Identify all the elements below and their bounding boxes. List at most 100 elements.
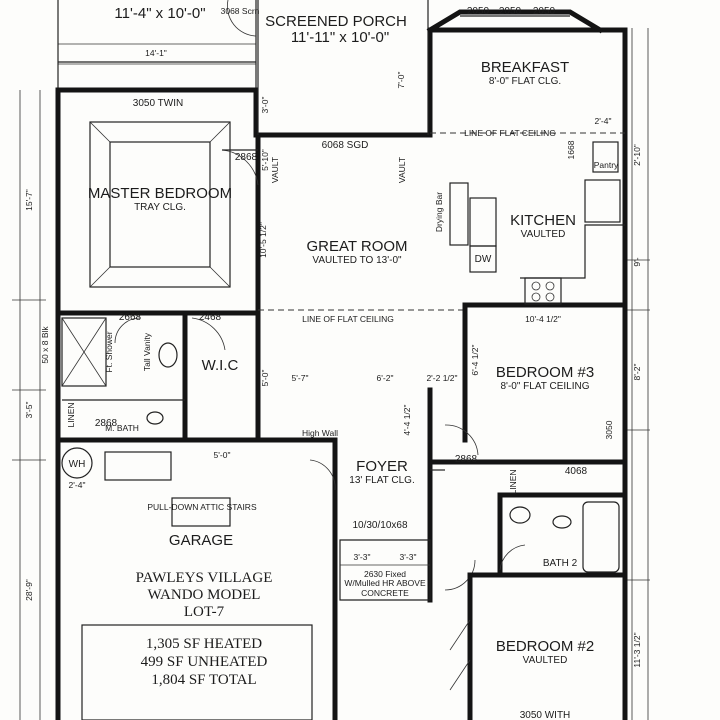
dim-4-4: 4'-4 1/2" (402, 404, 412, 435)
linen-label: LINEN (66, 402, 76, 427)
great-room-kitchen (258, 132, 628, 443)
info-line-subdivision: PAWLEYS VILLAGE (136, 570, 273, 586)
info-line-unheated: 499 SF UNHEATED (141, 654, 268, 670)
project-info-block: PAWLEYS VILLAGE WANDO MODEL LOT-7 1,305 … (136, 570, 273, 688)
bedroom2-ceiling-label: VAULTED (523, 655, 568, 666)
sgd-door-label: 6068 SGD (322, 140, 369, 151)
dim-3-5: 3'-5" (24, 402, 34, 419)
dim-5-7: 5'-7" (292, 373, 309, 383)
bedroom2-label: BEDROOM #2 (496, 638, 594, 655)
patio-size-label: 11'-4" x 10'-0" (114, 5, 205, 22)
linen2-label: LINEN (508, 469, 518, 494)
outer-dimension-lines (12, 28, 650, 720)
shower-label: Ft. Shower (104, 331, 114, 372)
info-line-lot: LOT-7 (184, 604, 225, 620)
exterior-walls (55, 27, 628, 720)
dim-9: 9'- (632, 257, 642, 266)
dim-28-9: 28'-9" (24, 579, 34, 601)
kitchen-ceiling-label: VAULTED (521, 229, 566, 240)
dim-15-7: 15'-7" (24, 189, 34, 211)
window-3050-label: 3050 (604, 420, 614, 439)
bay-window-label-3: 2050 (533, 6, 556, 17)
dim-2-4-garage: 2'-4" (69, 480, 86, 490)
foyer-ceiling-label: 13' FLAT CLG. (349, 475, 414, 486)
patio-area (57, 0, 257, 90)
line-flat-ceiling-label-1: LINE OF FLAT CEILING (464, 128, 556, 138)
screened-porch-area (257, 0, 429, 135)
pantry-label: Pantry (594, 160, 619, 170)
breakfast-bay (426, 9, 604, 34)
dim-11-3: 11'-3 1/2" (632, 632, 642, 667)
door-2868-bed3: 2868 (455, 454, 478, 465)
dim-5-10: 5'-10" (260, 149, 270, 171)
master-bedroom-ceiling-label: TRAY CLG. (134, 202, 186, 213)
dimension-labels: 14'-1" 15'-7" 3'-0" 7'-0" 2'-4" 2'-10" 9… (24, 48, 642, 668)
door-2668-label: 2668 (119, 312, 142, 323)
bedroom3-ceiling-label: 8'-0" FLAT CEILING (500, 381, 589, 392)
breakfast-label: BREAKFAST (481, 59, 569, 76)
door-2468-wic: 2468 (199, 312, 222, 323)
dim-2-4-top: 2'-4" (595, 116, 612, 126)
door-1668-pantry: 1668 (566, 140, 576, 159)
dim-5-0-hall: 5'-0" (260, 370, 270, 387)
bedroom3-label: BEDROOM #3 (496, 364, 594, 381)
garage-outline (61, 447, 431, 720)
master-bath-label: M. BATH (105, 423, 139, 433)
front-door-label: 10/30/10x68 (352, 520, 407, 531)
dim-10-5: 10'-5 1/2" (258, 222, 268, 258)
dim-6-4: 6'-4 1/2" (470, 344, 480, 375)
info-line-total: 1,804 SF TOTAL (151, 672, 256, 688)
door-2868-master: 2868 (235, 152, 258, 163)
fixed-window-label: 2630 Fixed (364, 569, 406, 579)
bath2-label: BATH 2 (543, 558, 578, 569)
window-3050-with-label: 3050 WITH (520, 710, 571, 720)
high-wall-label: High Wall (302, 428, 338, 438)
dim-3-3-a: 3'-3" (354, 552, 371, 562)
wic-label: W.I.C (202, 357, 239, 374)
line-flat-ceiling-label-2: LINE OF FLAT CEILING (302, 314, 394, 324)
bay-window-label-1: 2050 (467, 6, 490, 17)
dim-3-3-b: 3'-3" (400, 552, 417, 562)
great-room-ceiling-label: VAULTED TO 13'-0" (312, 255, 402, 266)
dim-10-4: 10'-4 1/2" (525, 314, 561, 324)
master-bedroom-label: MASTER BEDROOM (88, 185, 232, 202)
master-bath-wic (61, 310, 226, 443)
twin-window-label: 3050 TWIN (133, 98, 183, 109)
opening-labels: 3068 Scrn 3050 TWIN 6068 SGD 2050 2050 2… (69, 6, 614, 720)
garage-label: GARAGE (169, 532, 233, 549)
bath2-outline (467, 492, 628, 578)
concrete-label: CONCRETE (361, 588, 409, 598)
foyer-label: FOYER (356, 458, 408, 475)
door-4068-label: 4068 (565, 466, 588, 477)
dim-5-0-garage: 5'-0" (214, 450, 231, 460)
screened-porch-size-label: 11'-11" x 10'-0" (291, 29, 389, 46)
tall-vanity-label: Tall Vanity (142, 332, 152, 371)
room-labels: 11'-4" x 10'-0" SCREENED PORCH 11'-11" x… (66, 5, 619, 666)
block-label: 50 x 8 Blk (40, 326, 50, 364)
info-line-heated: 1,305 SF HEATED (146, 636, 262, 652)
dim-8-2: 8'-2" (632, 364, 642, 381)
mulled-label: W/Mulled HR ABOVE (344, 578, 426, 588)
info-line-model: WANDO MODEL (148, 587, 261, 603)
door-2868-bath: 2868 (95, 418, 118, 429)
dim-7-0: 7'-0" (396, 72, 406, 89)
dim-14-1: 14'-1" (145, 48, 167, 58)
scrn-door-label: 3068 Scrn (221, 6, 260, 16)
dim-2-2: 2'-2 1/2" (426, 373, 457, 383)
kitchen-label: KITCHEN (510, 212, 576, 229)
bay-window-label-2: 2050 (499, 6, 522, 17)
master-bedroom-outline (55, 121, 261, 316)
dishwasher-label: DW (475, 254, 492, 265)
great-room-label: GREAT ROOM (306, 238, 407, 255)
drying-bar-label: Drying Bar (434, 192, 444, 232)
bedroom2-outline (449, 572, 473, 720)
dim-6-2: 6'-2" (377, 373, 394, 383)
vault-label-1: VAULT (270, 157, 280, 183)
dim-2-10: 2'-10" (632, 144, 642, 166)
breakfast-ceiling-label: 8'-0" FLAT CLG. (489, 76, 561, 87)
vault-label-2: VAULT (397, 157, 407, 183)
dim-3-0: 3'-0" (260, 97, 270, 114)
water-heater-label: WH (69, 459, 86, 470)
attic-stairs-label: PULL-DOWN ATTIC STAIRS (147, 502, 257, 512)
